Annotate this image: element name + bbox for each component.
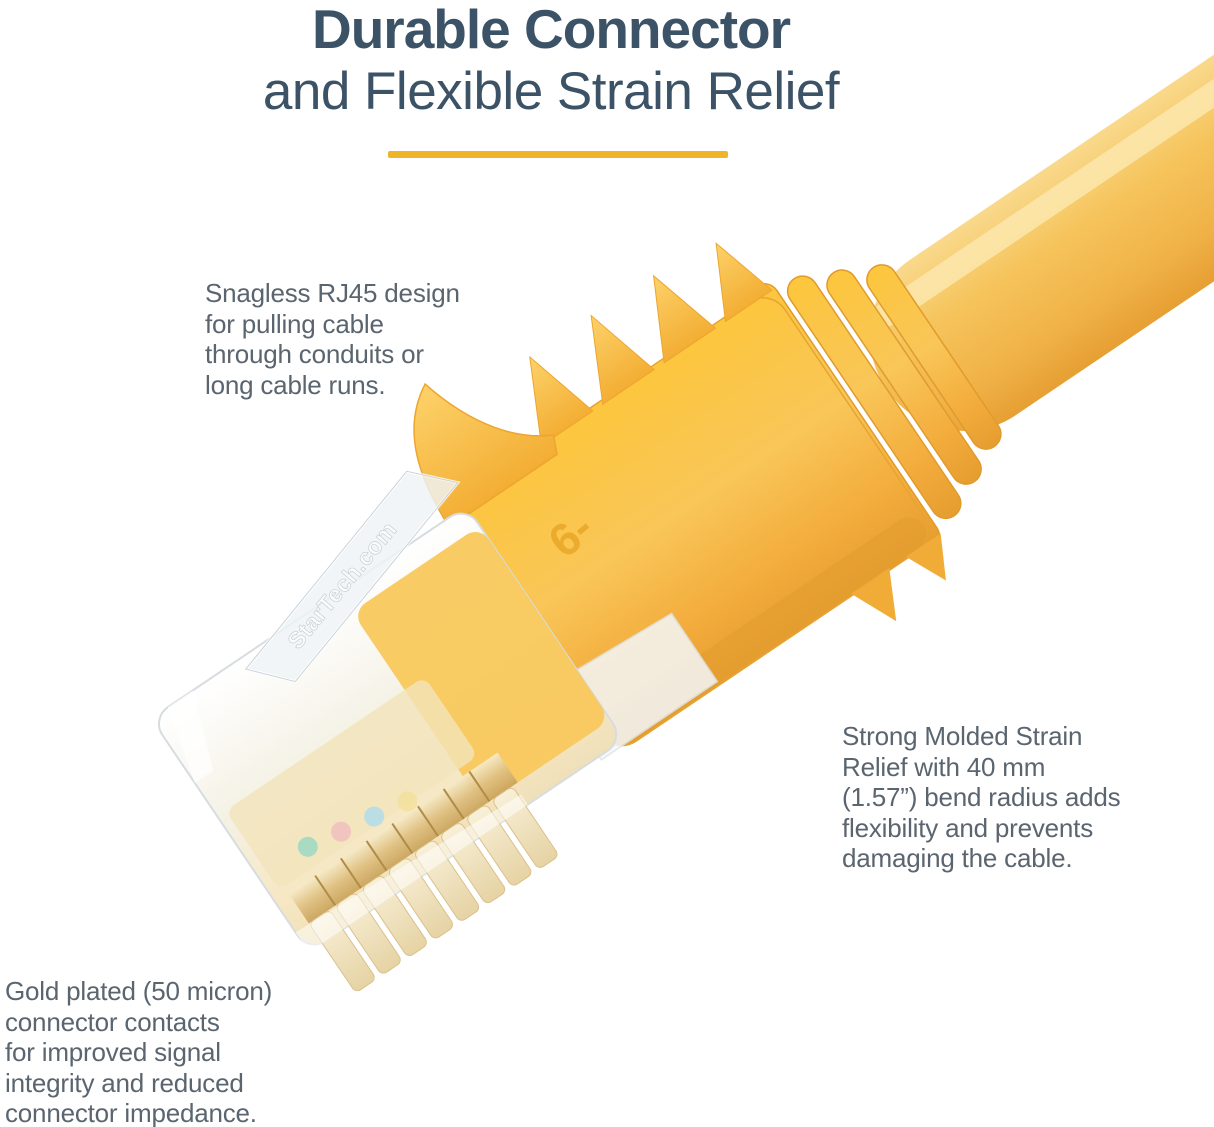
annotation-strain-relief: Strong Molded Strain Relief with 40 mm (… <box>842 721 1121 874</box>
annotation-line: Strong Molded Strain <box>842 721 1083 751</box>
page-title: Durable Connector and Flexible Strain Re… <box>0 0 1102 123</box>
title-accent-underline <box>388 151 728 158</box>
annotation-line: Snagless RJ45 design <box>205 278 460 308</box>
annotation-line: through conduits or <box>205 339 424 369</box>
annotation-line: flexibility and prevents <box>842 812 1093 843</box>
rj45-connector-head <box>157 512 618 992</box>
annotation-line: for pulling cable <box>205 308 384 339</box>
annotation-line: Relief with 40 mm <box>842 751 1046 782</box>
annotation-snagless-design: Snagless RJ45 design for pulling cable t… <box>205 278 460 400</box>
annotation-gold-contacts: Gold plated (50 micron) connector contac… <box>5 976 272 1127</box>
title-line-2: and Flexible Strain Relief <box>262 62 840 121</box>
annotation-line: long cable runs. <box>205 369 386 400</box>
annotation-line: Gold plated (50 micron) <box>5 976 273 1006</box>
gold-contacts <box>288 752 518 924</box>
annotation-line: integrity and reduced <box>5 1067 244 1098</box>
wire-pairs <box>297 791 418 857</box>
yellow-cable <box>866 0 1214 432</box>
annotation-line: (1.57”) bend radius adds <box>842 782 1121 812</box>
annotation-line: connector contacts <box>5 1006 220 1037</box>
title-line-1: Durable Connector <box>311 0 791 60</box>
annotation-line: connector impedance. <box>5 1098 257 1127</box>
annotation-line: for improved signal <box>5 1037 221 1067</box>
annotation-line: damaging the cable. <box>842 843 1073 873</box>
